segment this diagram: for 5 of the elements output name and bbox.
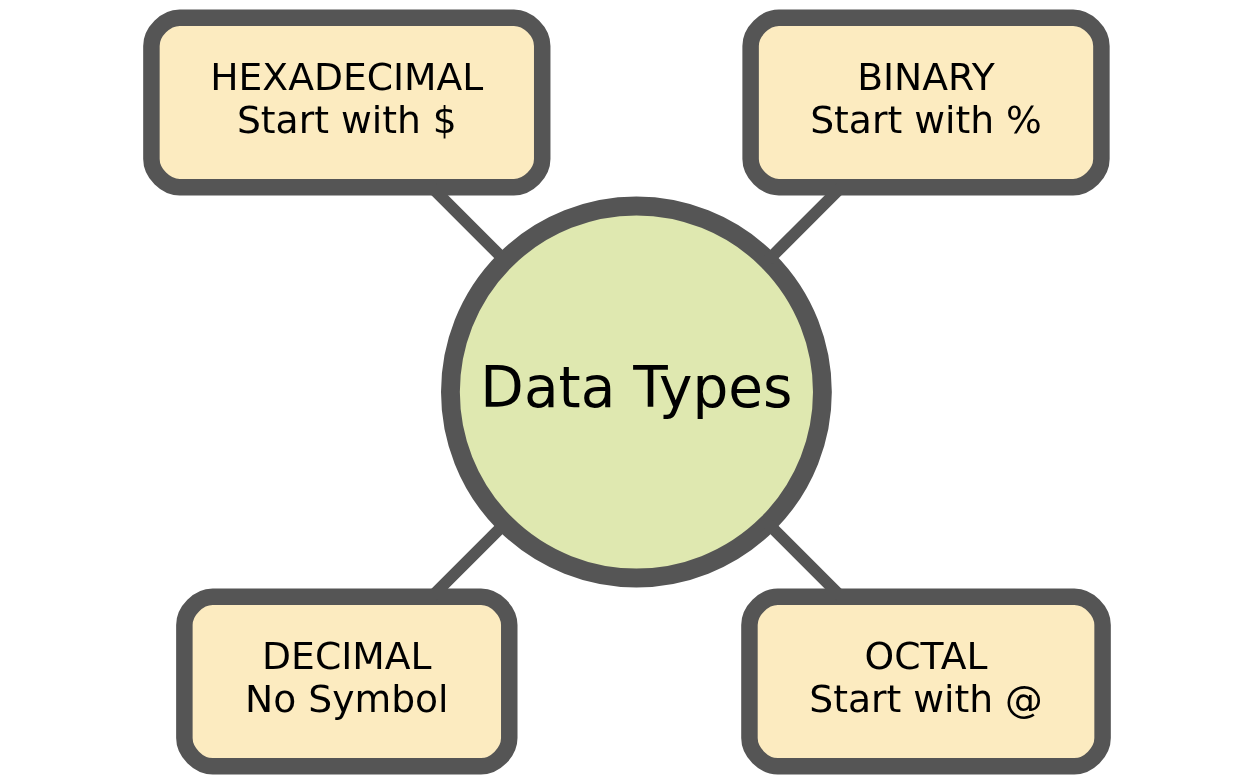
node-box: BINARY Start with %: [741, 9, 1110, 196]
node-box: OCTAL Start with @: [740, 588, 1111, 775]
node-circle: Data Types: [440, 196, 832, 588]
node-box: HEXADECIMAL Start with $: [142, 9, 550, 196]
node-box: DECIMAL No Symbol: [175, 588, 517, 775]
